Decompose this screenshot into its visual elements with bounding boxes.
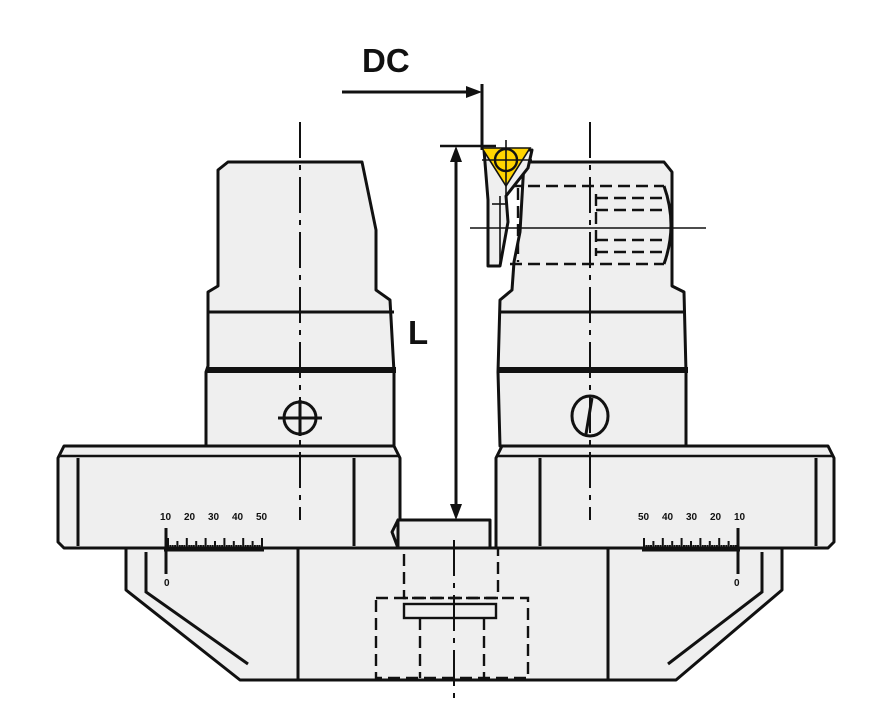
boring-head [470,140,706,268]
dimension-dc: DC [342,42,484,150]
right-scale-tick-label: 10 [734,512,746,523]
right-scale-tick-label: 30 [686,512,698,523]
left-scale-ticks [167,538,263,550]
dimension-l: L [408,144,496,520]
dc-label: DC [362,42,410,79]
right-scale-tick-label: 50 [638,512,650,523]
boring-bar-hidden-lines [510,184,673,266]
center-key-block [374,518,530,680]
center-lines [299,122,591,700]
left-scale-tick-label: 20 [184,512,196,523]
right-scale-tick-label: 20 [710,512,722,523]
left-scale-tick-label: 30 [208,512,220,523]
left-scale-tick-label: 10 [160,512,172,523]
right-scale: 50 40 30 20 10 0 [638,512,746,589]
l-label: L [408,314,428,351]
right-holder [496,160,688,448]
left-scale-tick-label: 50 [256,512,268,523]
right-scale-zero: 0 [734,578,740,589]
right-scale-tick-label: 40 [662,512,674,523]
left-scale-zero: 0 [164,578,170,589]
left-scale: 10 20 30 40 50 0 [160,512,268,589]
left-scale-tick-label: 40 [232,512,244,523]
right-scale-ticks [643,538,739,550]
right-slide-plate [494,444,836,550]
left-slide-plate [56,444,402,550]
